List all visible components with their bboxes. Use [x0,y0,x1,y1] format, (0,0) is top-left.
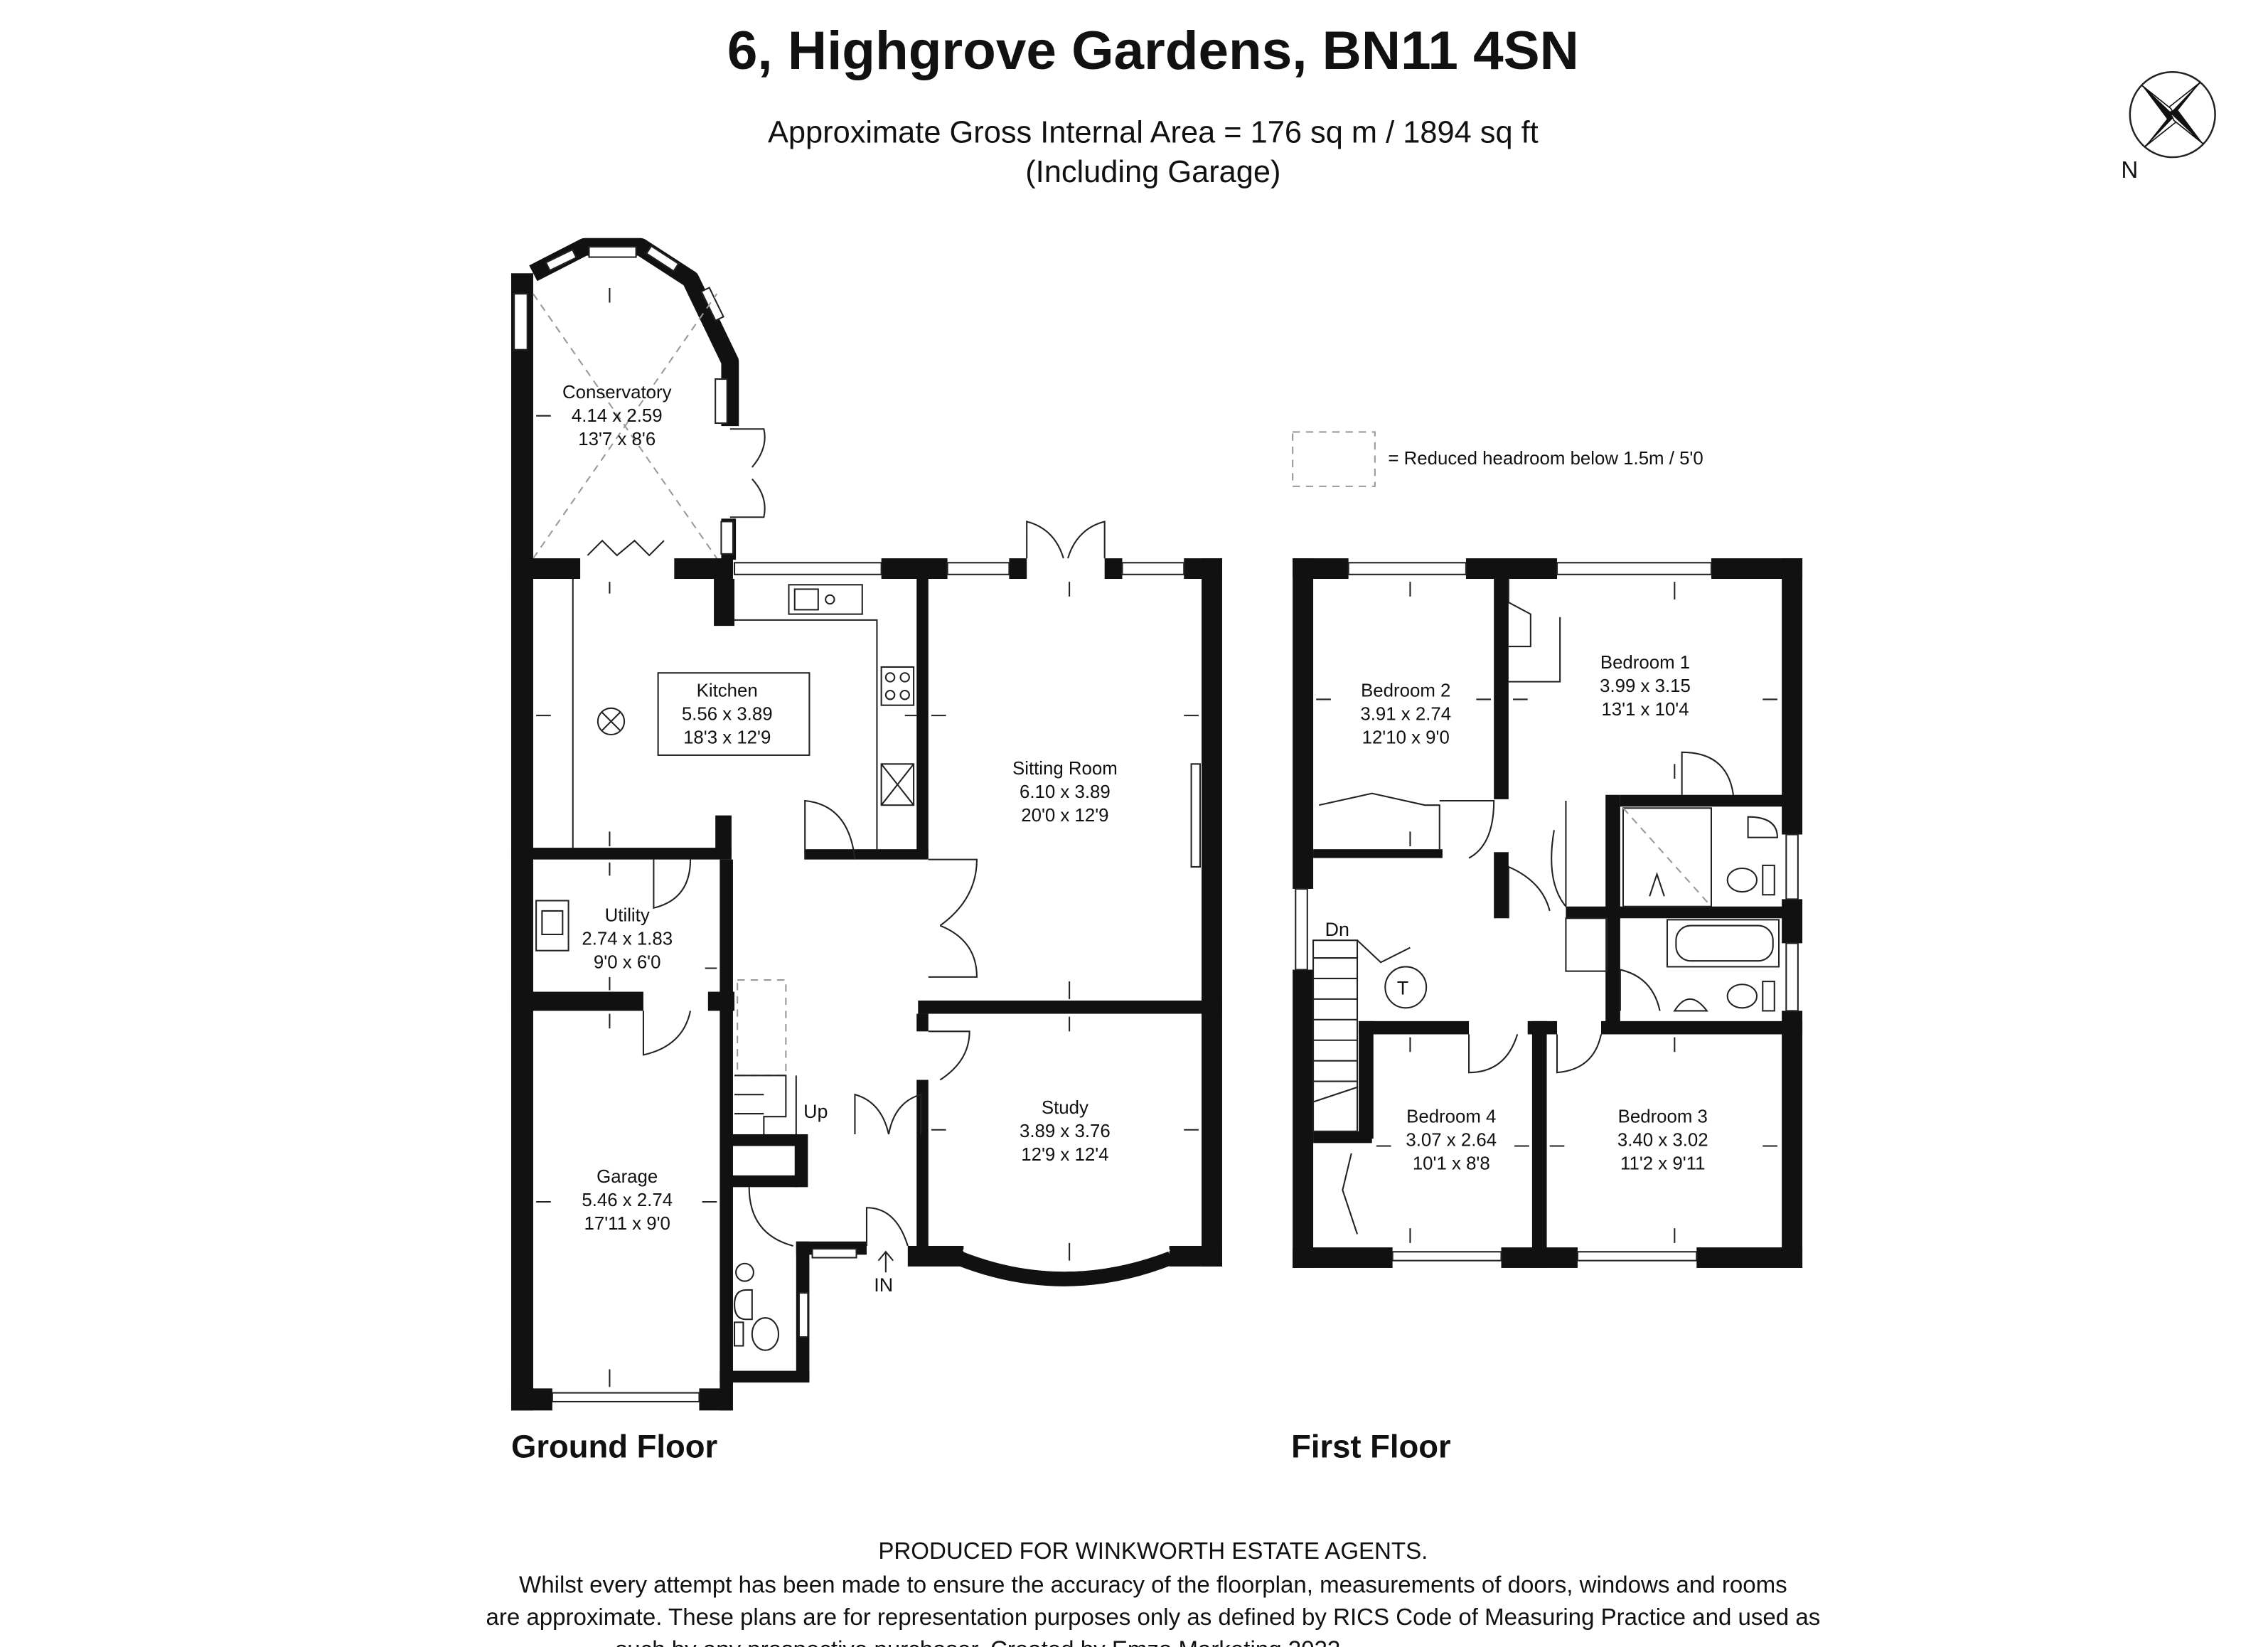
svg-text:Kitchen: Kitchen [697,681,758,700]
svg-text:12'10 x 9'0: 12'10 x 9'0 [1362,727,1450,747]
svg-text:Bedroom 3: Bedroom 3 [1618,1107,1708,1126]
svg-text:Bedroom 2: Bedroom 2 [1361,681,1450,700]
svg-text:13'1 x 10'4: 13'1 x 10'4 [1601,700,1689,720]
compass-north-label: N [2121,157,2138,183]
first-floor-fixtures: T [1312,807,1780,1132]
room-label-sitting-room: Sitting Room 6.10 x 3.89 20'0 x 12'9 [1012,759,1118,826]
ground-floor-label: Ground Floor [511,1428,717,1464]
room-label-study: Study 3.89 x 3.76 12'9 x 12'4 [1020,1098,1111,1165]
room-label-bedroom-4: Bedroom 4 3.07 x 2.64 10'1 x 8'8 [1406,1107,1497,1173]
gross-internal-area: Approximate Gross Internal Area = 176 sq… [768,115,1539,149]
svg-text:20'0 x 12'9: 20'0 x 12'9 [1021,806,1108,826]
room-label-conservatory: Conservatory 4.14 x 2.59 13'7 x 8'6 [562,383,672,449]
area-note: (Including Garage) [1025,155,1280,189]
svg-text:10'1 x 8'8: 10'1 x 8'8 [1413,1154,1490,1174]
room-label-kitchen: Kitchen 5.56 x 3.89 18'3 x 12'9 [682,681,773,747]
svg-text:4.14 x 2.59: 4.14 x 2.59 [572,406,663,426]
compass-rose-icon [2129,70,2216,159]
room-label-utility: Utility 2.74 x 1.83 9'0 x 6'0 [582,905,673,972]
legend-text: = Reduced headroom below 1.5m / 5'0 [1388,449,1703,469]
room-label-bedroom-2: Bedroom 2 3.91 x 2.74 12'10 x 9'0 [1360,681,1451,747]
svg-text:3.07 x 2.64: 3.07 x 2.64 [1406,1130,1497,1150]
svg-text:Sitting Room: Sitting Room [1012,759,1118,779]
stair-up-label: Up [803,1101,828,1122]
room-label-bedroom-1: Bedroom 1 3.99 x 3.15 13'1 x 10'4 [1600,653,1691,720]
svg-text:18'3 x 12'9: 18'3 x 12'9 [683,727,771,747]
footer-line-1: PRODUCED FOR WINKWORTH ESTATE AGENTS. [878,1538,1428,1565]
room-label-garage: Garage 5.46 x 2.74 17'11 x 9'0 [582,1167,673,1234]
entrance-label: IN [874,1274,893,1296]
water-tank-label: T [1397,978,1408,999]
svg-text:3.89 x 3.76: 3.89 x 3.76 [1020,1121,1111,1141]
first-floor-windows [1295,562,1799,1262]
svg-text:Study: Study [1042,1098,1088,1118]
footer-line-4: such by any prospective purchaser. Creat… [616,1636,1347,1647]
svg-text:5.56 x 3.89: 5.56 x 3.89 [682,704,773,724]
svg-text:Bedroom 1: Bedroom 1 [1600,653,1690,673]
svg-text:3.40 x 3.02: 3.40 x 3.02 [1617,1130,1708,1150]
property-title: 6, Highgrove Gardens, BN11 4SN [727,21,1579,81]
disclaimer-footer: PRODUCED FOR WINKWORTH ESTATE AGENTS. Wh… [486,1538,1820,1647]
ground-floor-dimension-arrows [536,287,1199,1387]
svg-text:9'0 x 6'0: 9'0 x 6'0 [594,953,661,973]
footer-line-2: Whilst every attempt has been made to en… [519,1572,1787,1599]
first-floor-label: First Floor [1291,1428,1451,1464]
svg-text:11'2 x 9'11: 11'2 x 9'11 [1620,1154,1705,1174]
svg-text:Bedroom 4: Bedroom 4 [1406,1107,1496,1126]
svg-text:3.91 x 2.74: 3.91 x 2.74 [1360,704,1451,724]
stair-down-label: Dn [1325,919,1349,940]
room-label-bedroom-3: Bedroom 3 3.40 x 3.02 11'2 x 9'11 [1617,1107,1708,1173]
svg-text:2.74 x 1.83: 2.74 x 1.83 [582,929,673,949]
ground-floor-doors [587,521,1106,1247]
svg-text:Utility: Utility [605,905,650,925]
first-floor-plan: T Bedroom 2 3.91 x 2.74 12'10 x 9' [1291,558,1803,1464]
svg-text:17'11 x 9'0: 17'11 x 9'0 [584,1214,670,1234]
footer-line-3: are approximate. These plans are for rep… [486,1604,1820,1631]
first-floor-walls [1293,558,1803,1268]
svg-text:5.46 x 2.74: 5.46 x 2.74 [582,1190,673,1210]
svg-text:Conservatory: Conservatory [562,383,672,403]
first-floor-dimension-arrows [1316,582,1777,1243]
ground-floor-plan: Conservatory 4.14 x 2.59 13'7 x 8'6 Kitc… [510,238,1222,1464]
svg-text:13'7 x 8'6: 13'7 x 8'6 [578,430,656,449]
svg-text:12'9 x 12'4: 12'9 x 12'4 [1021,1145,1108,1165]
svg-text:6.10 x 3.89: 6.10 x 3.89 [1020,782,1111,802]
reduced-headroom-swatch [1292,431,1376,487]
ground-floor-stairs [734,979,797,1134]
ground-floor-fixtures [535,579,915,1351]
svg-text:3.99 x 3.15: 3.99 x 3.15 [1600,676,1691,696]
first-floor-doors [1319,579,1734,1235]
ground-floor-walls [510,558,1222,1411]
svg-text:Garage: Garage [597,1167,658,1187]
conservatory-walls [510,238,766,563]
ground-floor-windows [551,562,1202,1403]
